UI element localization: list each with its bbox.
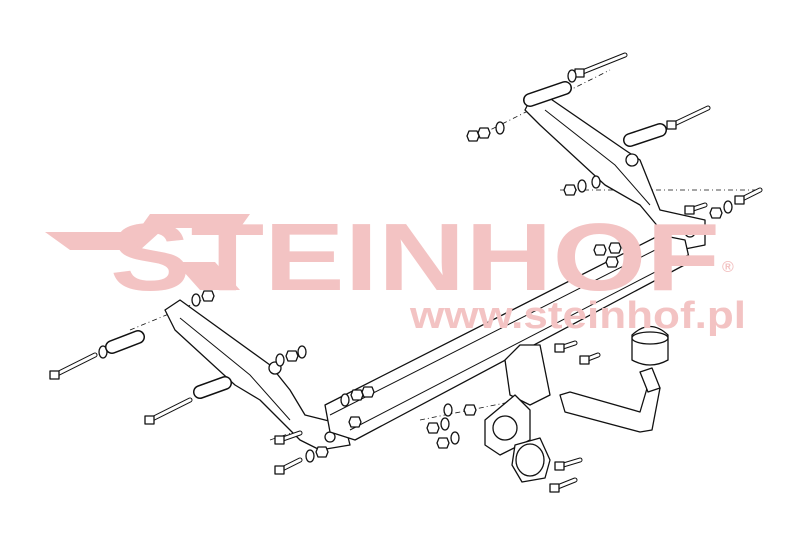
washer <box>723 200 733 214</box>
nut <box>608 242 622 254</box>
washer <box>305 449 315 463</box>
bolt-shank <box>148 398 192 422</box>
bolt-head <box>684 205 695 215</box>
washer <box>191 293 201 307</box>
washer <box>450 431 460 445</box>
bolt-head <box>734 195 745 205</box>
electrical-socket <box>511 437 551 483</box>
bolt-shank <box>670 106 710 127</box>
fasteners <box>49 52 763 493</box>
bolt-head <box>579 355 590 365</box>
brand-watermark: STEINHOF <box>110 204 720 311</box>
washer <box>340 393 350 407</box>
spacer-sleeve-body <box>624 124 666 146</box>
left-mounting-bracket <box>164 299 351 451</box>
washer <box>98 345 108 359</box>
tow-ball-arm <box>559 367 661 433</box>
nut <box>361 386 375 398</box>
nut <box>201 290 215 302</box>
spacer-sleeve-body <box>194 377 231 398</box>
nut <box>436 437 450 449</box>
nut <box>285 350 299 362</box>
nut <box>348 416 362 428</box>
bolt-head <box>274 465 285 475</box>
spacer-sleeve-body <box>106 331 144 353</box>
washer <box>440 417 450 431</box>
registered-mark: ® <box>722 259 734 276</box>
bolt-head <box>549 483 560 493</box>
bolt-head <box>666 120 677 130</box>
washer <box>275 353 285 367</box>
washer <box>297 345 307 359</box>
nut <box>463 404 477 416</box>
bolt-head <box>554 343 565 353</box>
bolt-head <box>144 415 155 425</box>
bolt-shank <box>53 353 97 377</box>
nut <box>426 422 440 434</box>
washer <box>443 403 453 417</box>
nut <box>593 244 607 256</box>
website-watermark: www.steinhof.pl <box>409 295 746 337</box>
washer <box>591 175 601 189</box>
bolt-head <box>49 370 60 380</box>
bolt-head <box>554 461 565 471</box>
nut <box>315 446 329 458</box>
nut <box>477 127 491 139</box>
nut <box>605 256 619 268</box>
main-crossbar <box>324 234 691 441</box>
nut <box>709 207 723 219</box>
washer <box>567 69 577 83</box>
socket-plate <box>484 394 531 456</box>
tow-ball <box>631 325 669 366</box>
bolt-head <box>274 435 285 445</box>
washer <box>577 179 587 193</box>
nut <box>621 240 635 252</box>
spacer-sleeve-body <box>524 82 571 106</box>
nut <box>350 389 364 401</box>
nut <box>466 130 480 142</box>
nut <box>563 184 577 196</box>
logo-swoosh-icon <box>45 214 250 290</box>
bolt-shank <box>578 53 627 75</box>
washer <box>495 121 505 135</box>
steinhof-logo-watermark: STEINHOF ® www.steinhof.pl <box>45 204 746 337</box>
right-mounting-bracket <box>524 94 706 251</box>
